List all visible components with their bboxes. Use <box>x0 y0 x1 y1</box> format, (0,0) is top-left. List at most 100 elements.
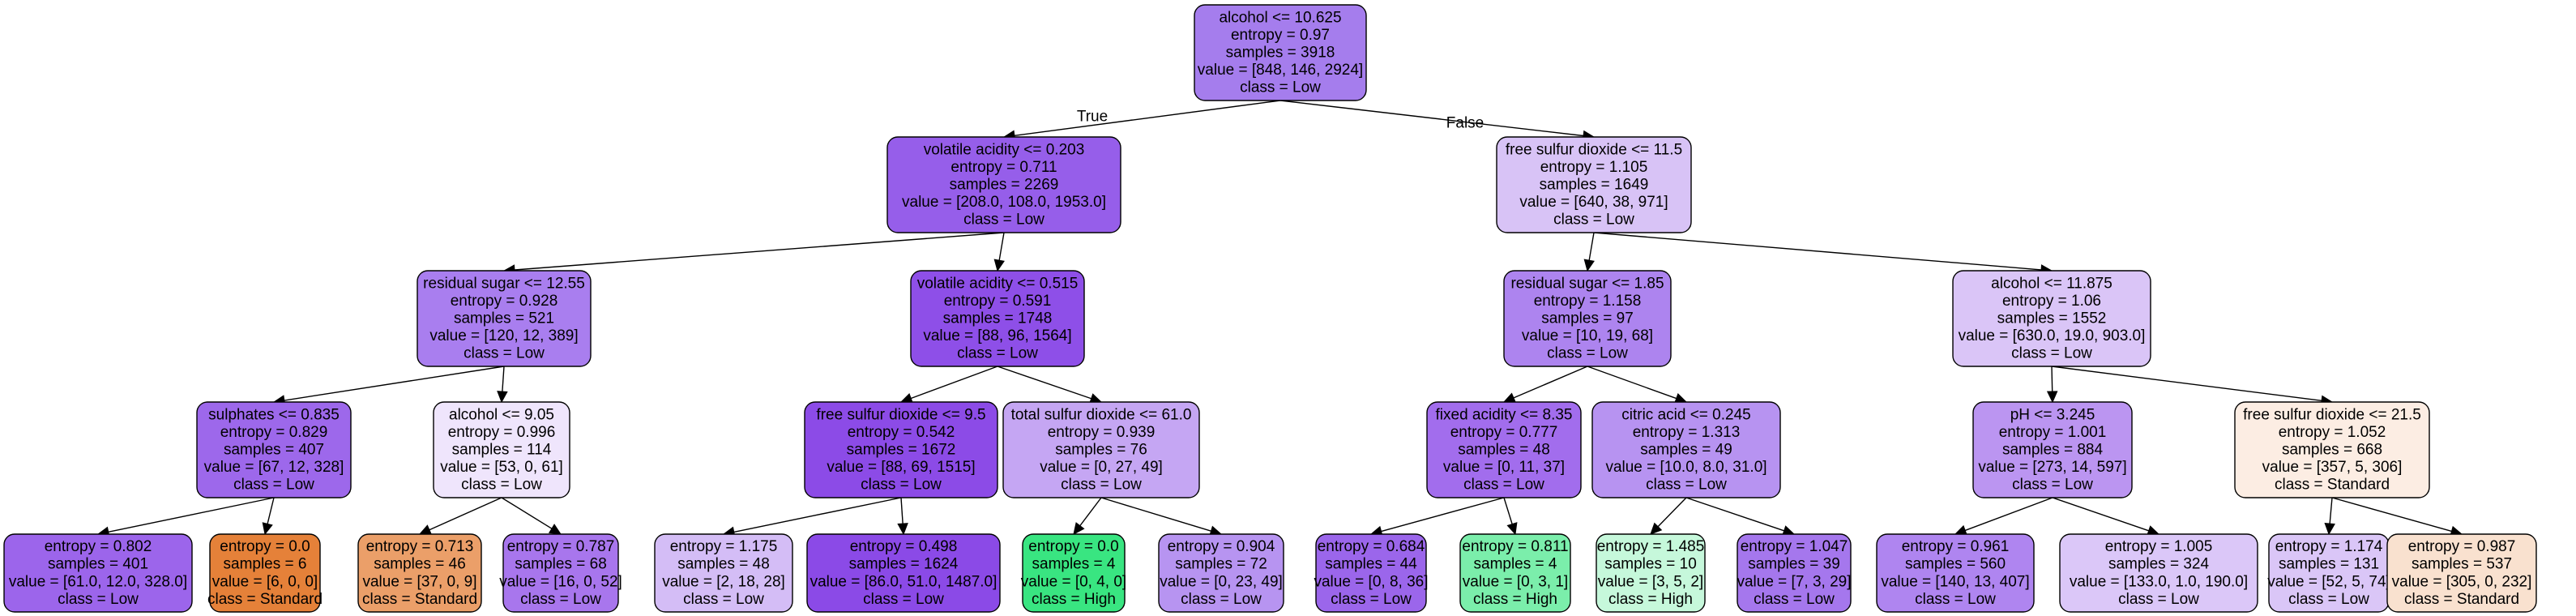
node-line: alcohol <= 10.625 <box>1219 9 1341 26</box>
arrowhead-icon <box>548 524 562 535</box>
node-box <box>910 270 1085 367</box>
edge-n4-n9 <box>910 366 998 400</box>
node-line: class = Standard <box>2404 591 2519 608</box>
edge-n3-n7 <box>284 366 505 401</box>
node-line: class = Low <box>683 591 764 608</box>
node-line: entropy = 1.485 <box>1597 538 1705 555</box>
node-line: entropy = 0.987 <box>2408 538 2516 555</box>
node-line: class = Low <box>863 591 944 608</box>
node-line: samples = 44 <box>1325 556 1417 573</box>
edge-n0-n2 <box>1279 100 1584 137</box>
node-line: samples = 2269 <box>950 177 1059 194</box>
node-line: value = [6, 0, 0] <box>212 573 318 590</box>
node-box <box>357 533 482 613</box>
node-line: entropy = 0.711 <box>951 159 1057 176</box>
node-line: entropy = 0.777 <box>1450 424 1558 441</box>
node-line: entropy = 0.0 <box>1028 538 1118 555</box>
edge-n6-n13 <box>2051 366 2053 392</box>
node-line: value = [86.0, 51.0, 1487.0] <box>810 573 998 590</box>
node-line: value = [0, 3, 1] <box>1463 573 1568 590</box>
node-line: samples = 1649 <box>1540 177 1649 194</box>
node-line: samples = 97 <box>1541 310 1634 327</box>
node-box <box>1459 533 1571 613</box>
node-line: entropy = 0.811 <box>1462 538 1568 555</box>
edge-n7-n16 <box>267 497 275 524</box>
node-box <box>886 136 1121 233</box>
node-line: value = [208.0, 108.0, 1953.0] <box>902 194 1106 211</box>
node-line: class = Low <box>1463 477 1544 494</box>
arrowhead-icon <box>497 391 508 404</box>
node-box <box>3 533 193 613</box>
node-line: value = [37, 0, 9] <box>362 573 476 590</box>
node-line: class = Low <box>1240 79 1321 96</box>
node-line: entropy = 1.158 <box>1534 293 1642 310</box>
node-line: value = [10, 19, 68] <box>1522 327 1653 344</box>
node-line: value = [630.0, 19.0, 903.0] <box>1959 327 2146 344</box>
arrowhead-icon <box>1506 522 1518 536</box>
node-box <box>1158 533 1284 613</box>
node-box <box>209 533 321 613</box>
node-line: class = Low <box>1061 477 1142 494</box>
edge-n5-n12 <box>1587 366 1677 400</box>
node-line: samples = 72 <box>1175 556 1267 573</box>
edge-n11-n23 <box>1381 497 1505 533</box>
edge-n1-n3 <box>514 232 1005 271</box>
node-line: volatile acidity <= 0.515 <box>917 275 1079 292</box>
node-box <box>1496 136 1692 233</box>
node-line: value = [640, 38, 971] <box>1519 194 1668 211</box>
edge-n11-n24 <box>1503 497 1513 524</box>
node-box <box>1952 270 2151 367</box>
node-line: value = [67, 12, 328] <box>204 459 344 476</box>
edge-n10-n21 <box>1079 497 1102 527</box>
edge-n0-n1 <box>1014 100 1281 136</box>
node-line: class = Low <box>2118 591 2199 608</box>
edge-n3-n8 <box>502 366 505 392</box>
edge-n14-n30 <box>2331 497 2452 533</box>
node-line: class = Standard <box>207 591 323 608</box>
node-line: entropy = 0.787 <box>507 538 615 555</box>
node-line: class = Low <box>1553 212 1634 229</box>
arrowhead-icon <box>897 523 908 536</box>
node-box <box>1737 533 1852 613</box>
node-line: entropy = 0.97 <box>1231 27 1330 44</box>
node-line: value = [0, 8, 36] <box>1314 573 1428 590</box>
arrowhead-icon <box>418 524 433 535</box>
edge-n9-n20 <box>900 497 904 524</box>
node-line: samples = 68 <box>515 556 607 573</box>
node-line: entropy = 0.928 <box>451 293 558 310</box>
node-line: entropy = 1.174 <box>2275 538 2383 555</box>
edge-n8-n17 <box>429 497 502 531</box>
arrowhead-icon <box>2046 391 2058 404</box>
node-line: entropy = 1.06 <box>2002 293 2101 310</box>
node-box <box>1596 533 1706 613</box>
node-line: class = High <box>1608 591 1693 608</box>
node-line: value = [88, 69, 1515] <box>827 459 975 476</box>
node-box <box>654 533 793 613</box>
edge-n2-n6 <box>1593 232 2042 271</box>
node-box <box>1972 401 2133 498</box>
node-line: class = Low <box>2011 345 2092 362</box>
arrowhead-icon <box>2324 522 2335 536</box>
node-line: class = Low <box>461 477 542 494</box>
node-box <box>2386 533 2537 613</box>
edge-n8-n18 <box>501 497 553 529</box>
edge-n4-n10 <box>997 366 1091 400</box>
node-line: entropy = 0.904 <box>1168 538 1275 555</box>
